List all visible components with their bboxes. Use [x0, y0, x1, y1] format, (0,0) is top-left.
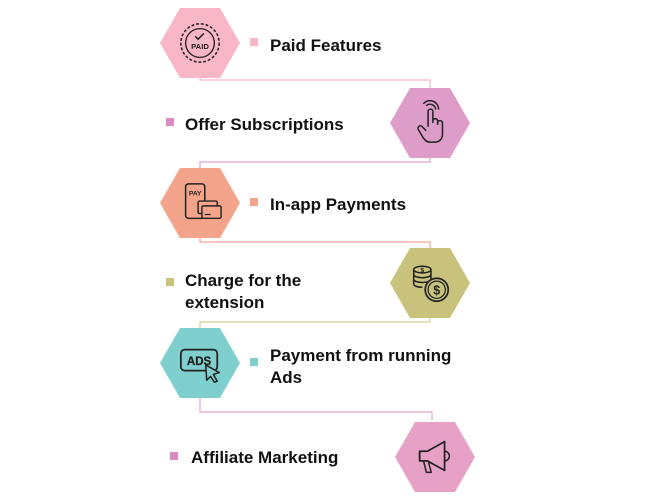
bullet-payment-ads	[250, 358, 258, 366]
bullet-affiliate-marketing	[170, 452, 178, 460]
bullet-offer-subscriptions	[166, 118, 174, 126]
bullet-charge-extension	[166, 278, 174, 286]
paid-badge-icon: PAID	[180, 23, 220, 63]
tap-hand-icon	[417, 100, 444, 143]
charge-extension-hexagon: $ $	[390, 248, 470, 318]
label-charge-extension: Charge for the extension	[185, 271, 302, 312]
coins-icon: $ $	[412, 265, 450, 303]
label-affiliate-marketing: Affiliate Marketing	[191, 448, 339, 467]
label-offer-subscriptions: Offer Subscriptions	[185, 115, 344, 134]
phone-card-payment-icon: PAY	[184, 183, 222, 220]
megaphone-icon	[418, 440, 451, 474]
bullet-paid-features	[250, 38, 258, 46]
paid-icon-text: PAID	[191, 42, 209, 51]
svg-text:$: $	[420, 267, 424, 274]
label-paid-features: Paid Features	[270, 36, 382, 55]
svg-text:$: $	[433, 284, 440, 298]
offer-subscriptions-hexagon	[390, 88, 470, 158]
label-in-app-payments: In-app Payments	[270, 195, 407, 214]
affiliate-marketing-hexagon	[395, 422, 475, 492]
ads-click-icon: ADS	[179, 348, 220, 383]
pay-icon-text: PAY	[189, 190, 202, 197]
bullet-in-app-payments	[250, 198, 258, 206]
label-payment-ads: Payment from running Ads	[270, 346, 452, 387]
